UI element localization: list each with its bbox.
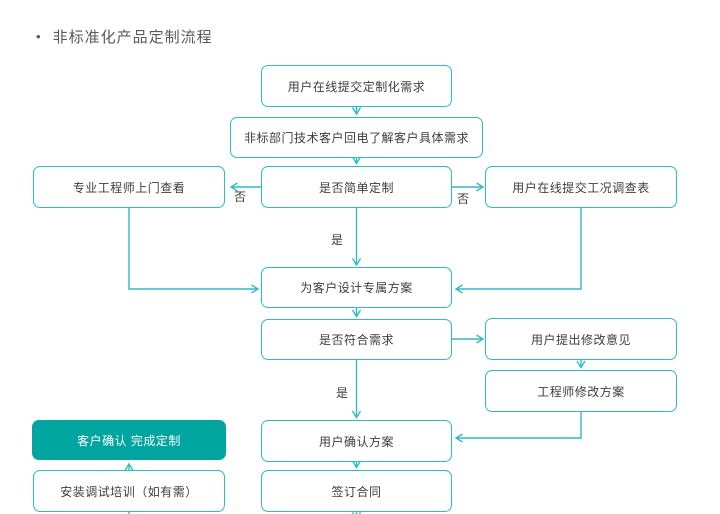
page-title-text: 非标准化产品定制流程 [52, 29, 213, 46]
edge-label-yes-bottom: 是 [336, 386, 349, 400]
node-design-solution: 为客户设计专属方案 [261, 267, 452, 308]
bullet-icon: • [36, 29, 42, 44]
node-callback-understand: 非标部门技术客户回电了解客户具体需求 [230, 117, 483, 158]
edge-label-no-right: 否 [457, 192, 470, 206]
node-simple-custom-decision: 是否简单定制 [261, 166, 452, 208]
page-title: • 非标准化产品定制流程 [36, 26, 213, 47]
node-engineer-visit: 专业工程师上门查看 [33, 166, 225, 208]
edge-label-no-left: 否 [234, 190, 247, 204]
node-confirm-complete: 客户确认 完成定制 [32, 420, 226, 460]
node-install-training: 安装调试培训（如有需） [33, 470, 225, 512]
edge-survey-to-design [456, 208, 582, 289]
node-user-feedback: 用户提出修改意见 [485, 318, 677, 360]
node-user-confirm: 用户确认方案 [261, 420, 452, 462]
node-sign-contract: 签订合同 [261, 470, 452, 512]
node-meet-requirement-decision: 是否符合需求 [261, 319, 452, 360]
node-submit-requirement: 用户在线提交定制化需求 [261, 65, 452, 107]
node-engineer-revise: 工程师修改方案 [485, 370, 677, 412]
edge-label-yes-top: 是 [331, 233, 344, 247]
edge-revise-to-confirm [456, 412, 582, 438]
node-condition-survey: 用户在线提交工况调查表 [485, 166, 677, 208]
edge-visit-to-design [128, 208, 258, 289]
